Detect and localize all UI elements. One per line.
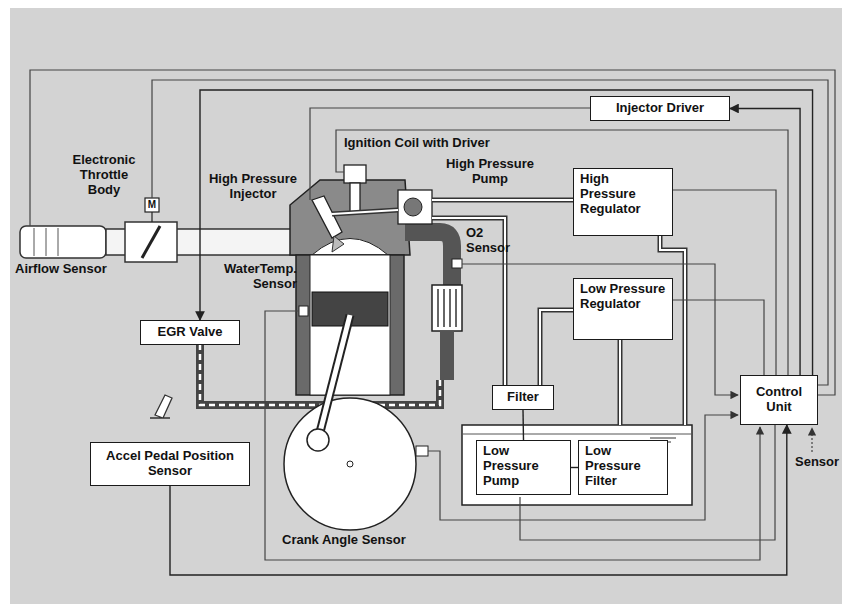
process-box: Low Pressure Regulator	[573, 278, 673, 340]
o2-wire	[462, 264, 738, 395]
crankshaft	[284, 398, 416, 530]
process-box: Control Unit	[740, 375, 818, 425]
part-label: High Pressure Injector	[208, 172, 298, 202]
connecting-rod	[318, 315, 350, 440]
egr-pipe	[200, 344, 440, 405]
connector	[571, 467, 578, 468]
part-label: High Pressure Pump	[440, 157, 540, 187]
o2-sensor	[452, 259, 462, 268]
connector	[170, 425, 787, 575]
ignition-wire	[336, 130, 788, 375]
box-label: Low Pressure Filter	[585, 444, 661, 489]
fuel-tank	[462, 425, 692, 505]
process-box: EGR Valve	[140, 320, 240, 345]
accel-pedal-icon	[150, 395, 172, 418]
box-label: Accel Pedal Position Sensor	[97, 449, 243, 479]
combustion-chamber	[312, 239, 388, 256]
process-box: Low Pressure Filter	[578, 440, 668, 495]
injector-wire	[310, 108, 590, 200]
crank-pin	[307, 429, 329, 451]
process-box: High Pressure Regulator	[573, 168, 673, 236]
process-box: Filter	[492, 385, 554, 410]
egr-pipe-flow	[200, 344, 440, 405]
converter-cells	[438, 289, 456, 327]
part-label: O2 Sensor	[466, 226, 526, 256]
motor-symbol: M	[145, 198, 159, 212]
box-label: Filter	[499, 390, 547, 405]
part-label: Electronic Throttle Body	[62, 153, 146, 198]
high-pressure-pump	[398, 190, 432, 224]
exhaust-pipe	[405, 232, 452, 285]
crank-wire	[428, 415, 738, 520]
ignition-coil	[344, 165, 366, 183]
part-label: Sensor	[795, 455, 839, 470]
connector	[730, 109, 800, 376]
box-label: High Pressure Regulator	[580, 172, 666, 217]
motor-shaft	[151, 212, 152, 222]
lp-regulator-wire	[673, 300, 764, 375]
high-pressure-injector	[312, 196, 342, 238]
pump-cam	[404, 198, 422, 216]
connector	[200, 90, 813, 375]
hp-regulator-wire	[673, 190, 776, 375]
process-box: Low Pressure Pump	[476, 440, 571, 495]
process-box: Injector Driver	[590, 96, 730, 121]
cylinder-head	[290, 180, 410, 255]
part-label: Ignition Coil with Driver	[344, 136, 490, 151]
throttle-body	[125, 222, 177, 262]
spark-plug	[350, 183, 360, 213]
airflow-ribs	[34, 228, 58, 256]
throttle-wire	[152, 80, 828, 385]
throttle-plate	[142, 226, 160, 258]
exhaust-pipe	[440, 331, 454, 380]
fuel-spray	[332, 236, 344, 252]
box-label: Control Unit	[747, 385, 811, 415]
signal-wires	[30, 70, 835, 560]
sensor-input	[811, 428, 812, 452]
airflow-wire	[30, 70, 835, 395]
part-label: Crank Angle Sensor	[282, 533, 406, 548]
water-temp-sensor	[299, 306, 308, 316]
box-label: EGR Valve	[147, 325, 233, 340]
box-label: Injector Driver	[597, 101, 723, 116]
water-temp-wire	[265, 311, 760, 560]
process-box: Accel Pedal Position Sensor	[90, 442, 250, 486]
connector	[522, 410, 524, 440]
part-label: WaterTemp. Sensor	[205, 262, 297, 292]
part-label: Airflow Sensor	[15, 262, 145, 277]
box-label: Low Pressure Regulator	[580, 282, 666, 312]
airflow-sensor	[20, 226, 106, 258]
fuel-level	[462, 434, 692, 435]
catalytic-converter	[432, 285, 462, 331]
box-label: Low Pressure Pump	[483, 444, 564, 489]
throttle-motor	[145, 198, 159, 212]
crank-center	[347, 461, 353, 467]
crank-angle-sensor	[416, 446, 428, 456]
connecting-rod	[318, 315, 350, 440]
